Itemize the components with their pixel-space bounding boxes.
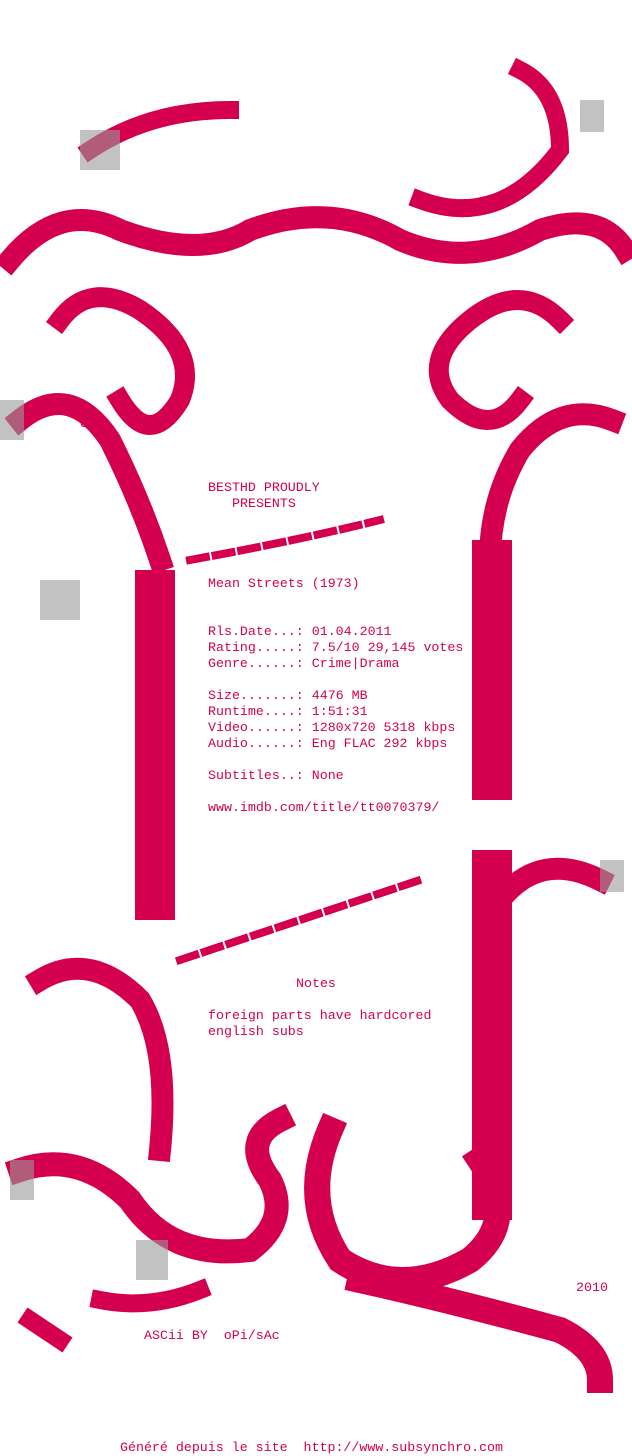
art-top-swirl bbox=[0, 206, 632, 276]
info-genre: Genre......: Crime|Drama bbox=[208, 656, 400, 671]
info-size: Size.......: 4476 MB bbox=[208, 688, 368, 703]
art-mid-swirl bbox=[24, 857, 615, 1163]
art-dash-line-top bbox=[185, 515, 385, 565]
group-tag: oPi bbox=[80, 416, 104, 431]
art-bottom-left bbox=[17, 1278, 212, 1353]
art-loop-left bbox=[45, 287, 195, 435]
art-shade bbox=[10, 1160, 34, 1200]
info-video: Video......: 1280x720 5318 kbps bbox=[208, 720, 456, 735]
art-shade bbox=[0, 400, 24, 440]
art-shade bbox=[136, 1240, 168, 1280]
art-bottom-loop-right bbox=[304, 1112, 614, 1394]
year-label: 2010 bbox=[576, 1280, 608, 1295]
notes-line-2: english subs bbox=[208, 1024, 304, 1039]
art-shade bbox=[600, 860, 624, 892]
art-left-upper bbox=[4, 393, 174, 574]
art-shade bbox=[40, 580, 80, 620]
generated-footer[interactable]: Généré depuis le site http://www.subsync… bbox=[120, 1440, 504, 1455]
info-audio: Audio......: Eng FLAC 292 kbps bbox=[208, 736, 448, 751]
release-title: Mean Streets (1973) bbox=[208, 576, 360, 591]
notes-heading: Notes bbox=[296, 976, 336, 991]
presents-line-2: PRESENTS bbox=[232, 496, 296, 511]
presents-line-1: BESTHD PROUDLY bbox=[208, 480, 320, 495]
info-release-date: Rls.Date...: 01.04.2011 bbox=[208, 624, 392, 639]
art-right-upper bbox=[478, 403, 627, 572]
art-loop-right bbox=[428, 290, 575, 430]
art-shade bbox=[80, 130, 120, 170]
art-bottom-loop-left bbox=[4, 1103, 297, 1264]
info-runtime: Runtime....: 1:51:31 bbox=[208, 704, 368, 719]
art-top-branch bbox=[77, 57, 570, 218]
art-shade bbox=[580, 100, 604, 132]
info-subtitles: Subtitles..: None bbox=[208, 768, 344, 783]
imdb-link[interactable]: www.imdb.com/title/tt0070379/ bbox=[208, 800, 440, 815]
art-dash-line-mid bbox=[174, 874, 426, 966]
ascii-credit: ASCii BY oPi/sAc bbox=[144, 1328, 280, 1343]
notes-line-1: foreign parts have hardcored bbox=[208, 1008, 432, 1023]
info-rating: Rating.....: 7.5/10 29,145 votes bbox=[208, 640, 464, 655]
